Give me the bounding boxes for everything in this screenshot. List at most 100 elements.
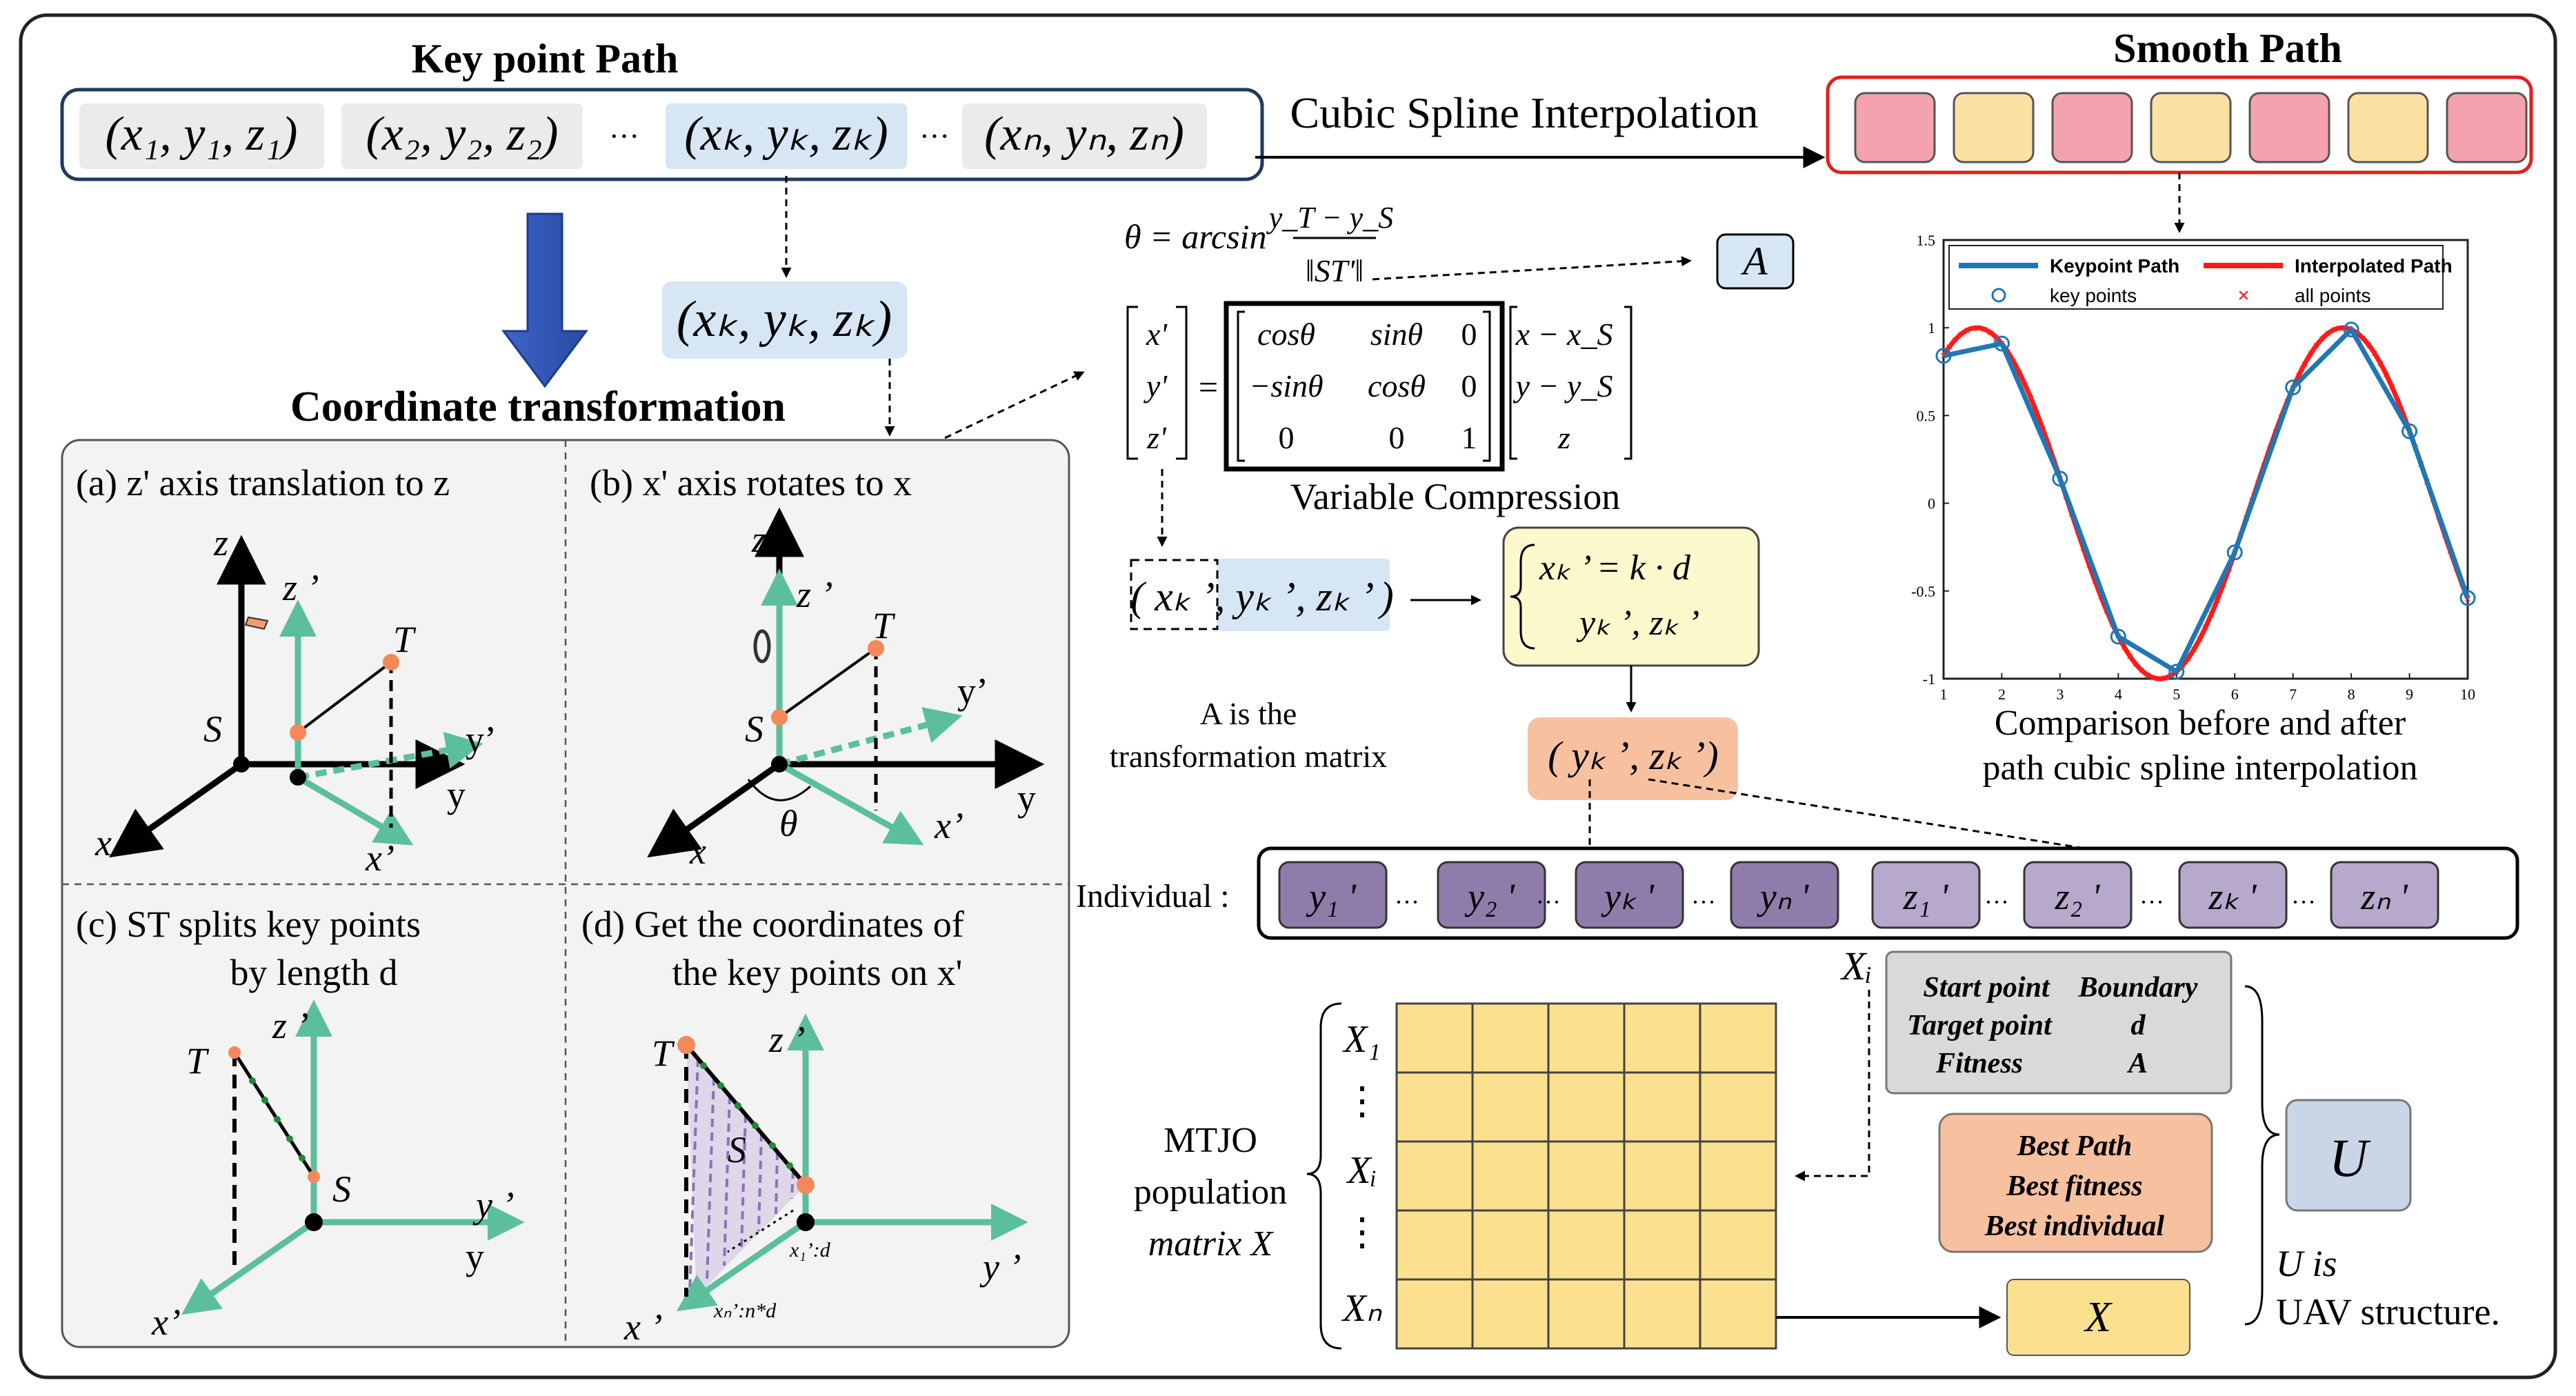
panel-d-label-t: T <box>652 1033 675 1074</box>
selected-keypoint-bg <box>662 281 907 359</box>
legend-key-points: key points <box>2050 285 2137 306</box>
smooth-cell-pink <box>2051 92 2133 163</box>
population-grid-cell <box>1547 1071 1626 1143</box>
x-tick-label: 3 <box>2056 686 2064 703</box>
matrix-cell: 0 <box>1279 420 1295 455</box>
individual-ellipsis: ··· <box>2291 888 2316 916</box>
legend-keypoint-marker <box>1991 288 2006 303</box>
panel-d-st-line <box>684 1044 808 1186</box>
A-box <box>1716 233 1795 290</box>
x-tick-label: 5 <box>2173 686 2180 703</box>
compressed-x-box <box>1130 559 1219 630</box>
population-grid-cell <box>1395 1071 1474 1143</box>
matrix-cell: cosθ <box>1257 317 1315 352</box>
key-point-marker <box>1935 348 1952 364</box>
panel-c-label-yp: y ’ <box>472 1184 514 1226</box>
panel-c-label-zp: z ’ <box>272 1005 309 1046</box>
y-tick-label: -1 <box>1923 670 1935 688</box>
U-label: U <box>2329 1128 2371 1188</box>
info-label: Start point <box>1923 972 2050 1004</box>
panel-b-label-zp: z ’ <box>796 574 833 615</box>
panel-c-label-y: y <box>466 1236 484 1277</box>
A-note-1: A is the <box>1200 696 1297 731</box>
panel-b-label-s: S <box>745 708 763 750</box>
matrix-cell: 0 <box>1461 368 1477 403</box>
all-point-marker: × <box>1939 349 1947 364</box>
matrix-cell: −sinθ <box>1249 368 1323 403</box>
panel-b-label-z: z <box>751 519 766 560</box>
chart-caption-1: Comparison before and after <box>1995 704 2406 743</box>
all-point-marker: × <box>2021 378 2029 393</box>
matrix-to-A-arrow <box>1372 256 1692 281</box>
all-point-marker: × <box>2301 357 2308 372</box>
all-point-marker: × <box>2377 356 2384 371</box>
compressed-tuple: ( xₖ ’, yₖ ’, zₖ ’ ) <box>1130 574 1394 619</box>
smooth-cell-pink <box>1854 92 1936 163</box>
all-point-marker: × <box>2388 380 2396 395</box>
population-grid-cell <box>1699 1071 1777 1143</box>
panel-a-label-zp: z ’ <box>282 567 319 608</box>
population-grid-cell <box>1547 1278 1626 1350</box>
panel-a-label-z: z <box>213 522 228 564</box>
panel-b-yp-axis <box>778 707 963 768</box>
all-point-marker: × <box>2144 668 2151 683</box>
individual-cell-label: y₁ ' <box>1306 876 1357 917</box>
panel-d-caption-2: the key points on x' <box>672 952 963 993</box>
individual-cell <box>1575 861 1684 929</box>
yz-tuple: ( yₖ ’, zₖ ’) <box>1548 733 1718 778</box>
population-grid-cell <box>1471 1002 1550 1074</box>
chart-series: ××××××××××××××××××××××××××××××××××××××××… <box>1935 321 2476 687</box>
coord-transform-title: Coordinate transformation <box>290 383 786 430</box>
smooth-path-title: Smooth Path <box>2113 26 2342 71</box>
matrix-cell: sinθ <box>1370 317 1423 352</box>
rhs-x: x − x_S <box>1515 317 1613 352</box>
key-point-marker <box>2110 628 2126 645</box>
x-tick-label: 7 <box>2289 686 2297 703</box>
individual-ellipsis: ··· <box>1536 888 1561 916</box>
keypoint-ellipsis-2: ··· <box>919 119 950 153</box>
info-box <box>1885 950 2233 1095</box>
all-point-marker: × <box>2033 406 2040 421</box>
x-tick-label: 9 <box>2406 686 2413 703</box>
all-point-marker: × <box>2359 331 2366 346</box>
lhs-y: y' <box>1144 368 1168 403</box>
population-row-label: ⋮ <box>1343 1080 1381 1123</box>
all-point-marker: × <box>2132 657 2139 672</box>
panel-c-xp-axis <box>181 1219 316 1315</box>
x-tick-label: 6 <box>2231 686 2239 703</box>
population-grid-cell <box>1547 1002 1626 1074</box>
panel-c-caption-2: by length d <box>230 952 398 993</box>
all-point-marker: × <box>2365 338 2373 353</box>
panel-d-label-yp: y ’ <box>979 1246 1021 1288</box>
individual-cell <box>1278 861 1388 929</box>
lhs-z: z' <box>1146 420 1167 455</box>
panel-a-xp-axis <box>296 775 414 846</box>
all-point-marker: × <box>2196 632 2204 647</box>
panel-b-label-yp: y’ <box>957 670 988 712</box>
panel-b-label-theta: θ <box>779 803 798 844</box>
y-tick-label: 1.5 <box>1917 232 1936 249</box>
smooth-cell-yellow <box>2347 92 2429 163</box>
panel-a-label-t: T <box>393 619 417 660</box>
brace-line-2: yₖ ’, zₖ ’ <box>1576 604 1699 643</box>
theta-eq-lhs: θ = arcsin <box>1124 217 1266 256</box>
all-point-marker: × <box>1957 327 1965 342</box>
key-point-marker <box>2343 321 2359 338</box>
xi-to-matrix-arrow <box>1795 990 1870 1181</box>
X-label: X <box>2083 1294 2113 1341</box>
chart-legend <box>1948 245 2444 310</box>
all-point-marker: × <box>1951 332 1959 348</box>
rhs-z: z <box>1557 420 1570 455</box>
keypoint-2: (x₂, y₂, z₂) <box>366 108 558 161</box>
population-grid-cell <box>1623 1002 1701 1074</box>
individual-cell <box>2330 861 2439 929</box>
best-line: Best fitness <box>2006 1170 2142 1202</box>
panel-b-label-xp: x’ <box>934 805 963 846</box>
individual-cell-label: zₙ ' <box>2360 876 2408 917</box>
uav-brace <box>2244 985 2280 1326</box>
population-grid-cell <box>1471 1278 1550 1350</box>
